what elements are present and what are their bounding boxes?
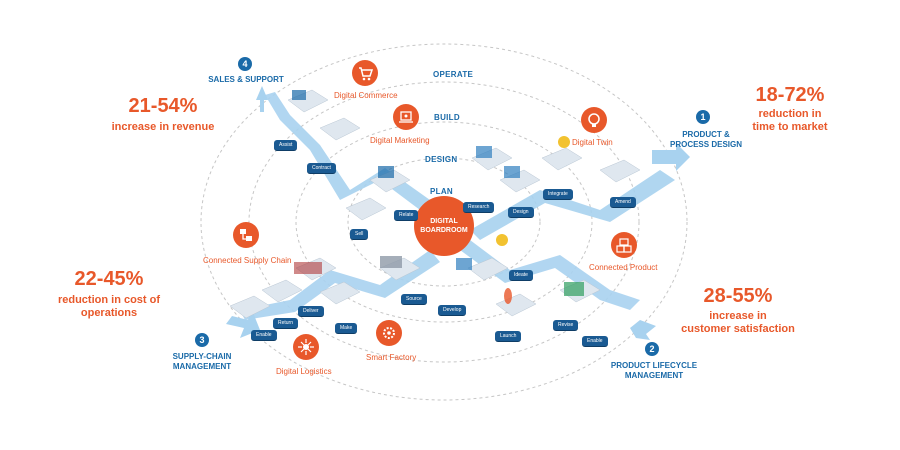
ring-outer: [200, 43, 688, 401]
scene-illustrations: [229, 89, 641, 319]
step-tag-sell: Sell: [350, 229, 369, 240]
step-tag-ideate: Ideate: [509, 270, 533, 281]
step-tag-contract: Contract: [307, 163, 336, 174]
center-line-2: BOARDROOM: [420, 227, 468, 234]
step-tag-return: Return: [273, 318, 299, 329]
bulb-gear-icon: [581, 107, 607, 133]
ring-label-design: DESIGN: [425, 155, 458, 164]
step-tag-enable-plm: Enable: [582, 336, 608, 347]
cart-icon: [352, 60, 378, 86]
step-tag-launch: Launch: [495, 331, 522, 342]
ring-build: [295, 121, 593, 323]
phase-3-badge: 3: [195, 333, 209, 347]
step-tag-research: Research: [463, 202, 495, 213]
step-tag-revise: Revise: [553, 320, 579, 331]
arrow-phase-1: [652, 143, 690, 171]
category-label-twin: Digital Twin: [572, 138, 613, 147]
stat-revenue-desc: increase in revenue: [111, 121, 215, 133]
step-tag-enable-scm: Enable: [251, 330, 277, 341]
stat-satisfaction-value: 28-55%: [703, 285, 773, 307]
step-tag-make: Make: [335, 323, 358, 334]
category-label-logistics: Digital Logistics: [276, 367, 332, 376]
step-tag-assist: Assist: [274, 140, 298, 151]
ring-label-build: BUILD: [434, 113, 460, 122]
step-tag-amend: Amend: [610, 197, 636, 208]
stat-cost-value: 22-45%: [74, 268, 144, 290]
category-label-connected-product: Connected Product: [589, 263, 658, 272]
arrow-phase-2: [630, 320, 656, 340]
factory-gear-icon: [376, 320, 402, 346]
category-label-marketing: Digital Marketing: [370, 136, 430, 145]
phase-1-title: PRODUCT &PROCESS DESIGN: [669, 130, 742, 149]
category-label-supply-chain: Connected Supply Chain: [203, 256, 292, 265]
phase-4-badge: 4: [238, 57, 252, 71]
supply-chain-icon: [233, 222, 259, 248]
step-tag-relate: Relate: [394, 210, 419, 221]
stat-revenue-value: 21-54%: [128, 95, 198, 117]
ring-label-operate: OPERATE: [433, 70, 474, 79]
step-tag-develop: Develop: [438, 305, 467, 316]
step-tag-deliver: Deliver: [298, 306, 324, 317]
category-label-commerce: Digital Commerce: [334, 91, 398, 100]
step-tag-integrate: Integrate: [543, 189, 573, 200]
logistics-icon: [293, 334, 319, 360]
ring-label-plan: PLAN: [430, 187, 453, 196]
step-tag-design: Design: [508, 207, 534, 218]
phase-2-badge: 2: [645, 342, 659, 356]
marketing-icon: [393, 104, 419, 130]
phase-4-title: SALES & SUPPORT: [208, 75, 284, 84]
cubes-icon: [611, 232, 637, 258]
ring-design: [347, 157, 541, 287]
step-tag-source: Source: [401, 294, 427, 305]
phase-1-badge: 1: [696, 110, 710, 124]
stat-time-to-market-value: 18-72%: [755, 84, 825, 106]
arrow-phase-4: [256, 86, 268, 112]
center-line-1: DIGITAL: [430, 218, 458, 225]
category-label-smart-factory: Smart Factory: [366, 353, 417, 362]
